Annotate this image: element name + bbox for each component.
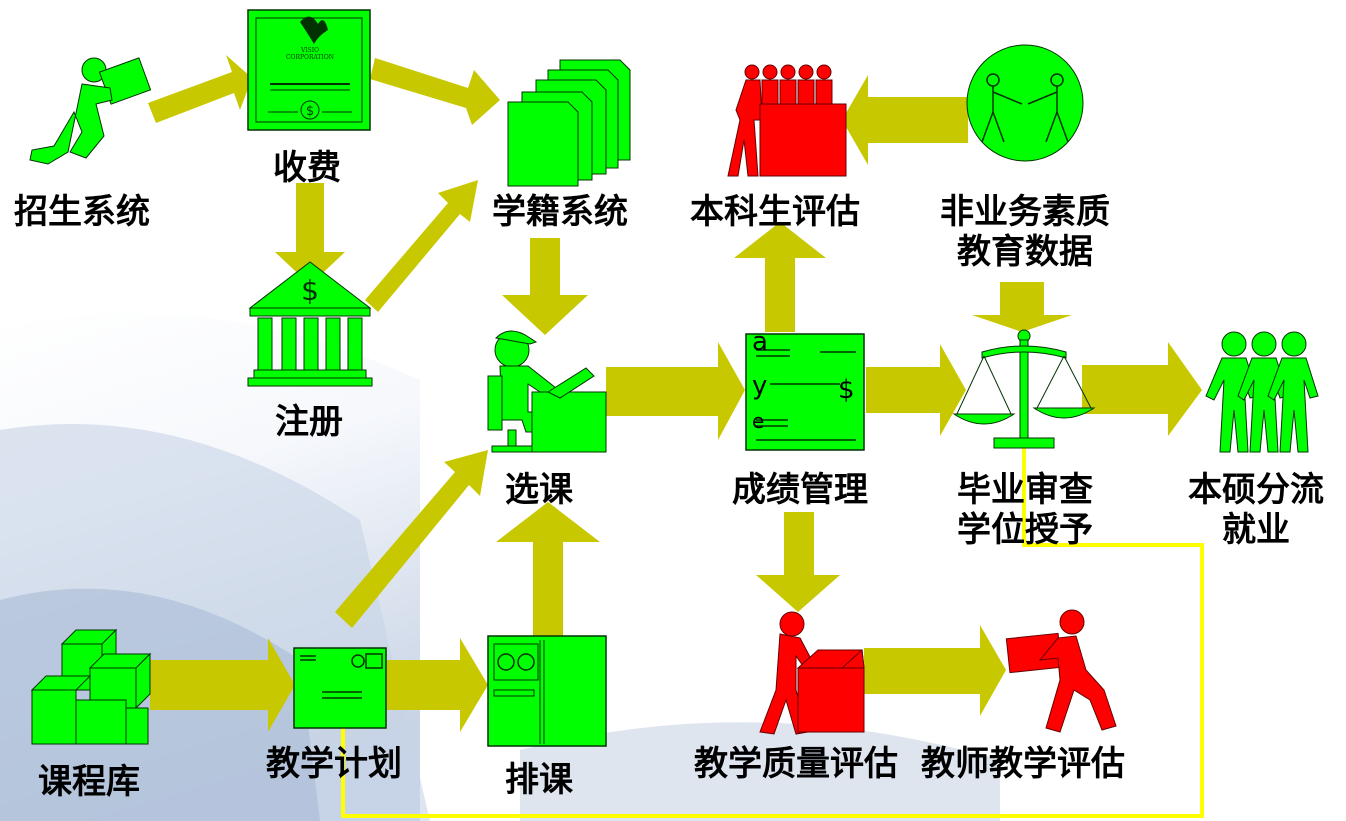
label-kechengku: 课程库 — [38, 762, 140, 802]
arrow-zhiliang-to-jiaoshi — [864, 625, 1006, 716]
person-lifting-box-icon — [759, 611, 865, 735]
arrow-shoufei-to-zhuce — [275, 183, 345, 285]
label-biye-line2: 学位授予 — [957, 510, 1093, 550]
svg-text:VISIO: VISIO — [300, 47, 319, 54]
arrow-xueji-to-xuanke — [502, 238, 588, 335]
label-benshuo-line1: 本硕分流 — [1188, 470, 1324, 510]
svg-text:$: $ — [306, 104, 314, 119]
person-pushing-box-icon — [1005, 609, 1117, 733]
arrows — [148, 55, 1202, 732]
label-paike: 排课 — [505, 760, 573, 800]
label-biye-line1: 毕业审查 — [957, 470, 1093, 510]
label-biye: 毕业审查 学位授予 — [940, 470, 1110, 550]
arrow-chengji-to-benkesheng — [734, 222, 826, 332]
label-benshuo: 本硕分流 就业 — [1168, 470, 1344, 550]
svg-text:c: c — [754, 469, 765, 493]
svg-text:$: $ — [301, 274, 319, 307]
label-zhiliang: 教学质量评估 — [694, 744, 898, 784]
arrow-zhaosheng-to-shoufei — [148, 55, 252, 123]
label-jiaoshi: 教师教学评估 — [921, 744, 1125, 784]
label-jiaoxue: 教学计划 — [266, 744, 402, 784]
arrow-jiaoxue-to-xuanke — [335, 450, 488, 628]
arrow-chengji-to-zhiliang — [756, 512, 840, 612]
label-benshuo-line2: 就业 — [1222, 510, 1290, 550]
certificate-icon: VISIO CORPORATION $ — [247, 9, 371, 131]
tape-drive-icon — [487, 635, 607, 747]
person-carrying-box-icon — [29, 57, 152, 165]
label-feiyewu-line1: 非业务素质 — [940, 192, 1110, 232]
boxes-icon — [30, 628, 152, 745]
ledger-icon: a y $ e c — [745, 327, 865, 493]
arrow-jiaoxue-to-paike — [384, 638, 488, 732]
svg-text:$: $ — [838, 375, 855, 405]
label-benkesheng: 本科生评估 — [690, 192, 860, 232]
arrow-chengji-to-biye — [866, 344, 966, 436]
three-people-icon — [1205, 331, 1319, 453]
arrow-feiyewu-to-biye — [972, 282, 1072, 332]
svg-text:y: y — [752, 371, 767, 401]
bank-icon: $ — [247, 261, 373, 387]
arrow-paike-to-xuanke — [496, 502, 600, 636]
balance-scale-icon — [952, 329, 1096, 449]
label-xueji: 学籍系统 — [492, 192, 628, 232]
arrow-kechengku-to-jiaoxue — [150, 638, 295, 732]
label-feiyewu-line2: 教育数据 — [957, 232, 1093, 272]
label-feiyewu: 非业务素质 教育数据 — [920, 192, 1130, 272]
arrow-feiyewu-to-benkesheng — [842, 75, 968, 165]
arrow-zhuce-to-xueji — [365, 180, 478, 312]
document-stack-icon — [507, 59, 631, 187]
label-zhuce: 注册 — [275, 402, 343, 442]
svg-text:CORPORATION: CORPORATION — [286, 54, 334, 61]
handshake-circle-icon — [966, 44, 1084, 162]
people-group-icon — [727, 64, 847, 177]
label-xuanke: 选课 — [505, 470, 573, 510]
svg-text:a: a — [752, 327, 768, 357]
arrow-xuanke-to-chengji — [606, 342, 745, 440]
arrow-shoufei-to-xueji — [370, 58, 500, 125]
envelope-icon — [293, 647, 387, 729]
label-zhaosheng: 招生系统 — [14, 192, 150, 232]
svg-text:e: e — [752, 409, 764, 433]
label-chengji: 成绩管理 — [732, 470, 868, 510]
person-at-computer-icon — [487, 330, 607, 453]
arrow-biye-to-benshuo — [1082, 342, 1202, 436]
label-shoufei: 收费 — [273, 148, 341, 188]
connector-line — [341, 424, 1204, 818]
